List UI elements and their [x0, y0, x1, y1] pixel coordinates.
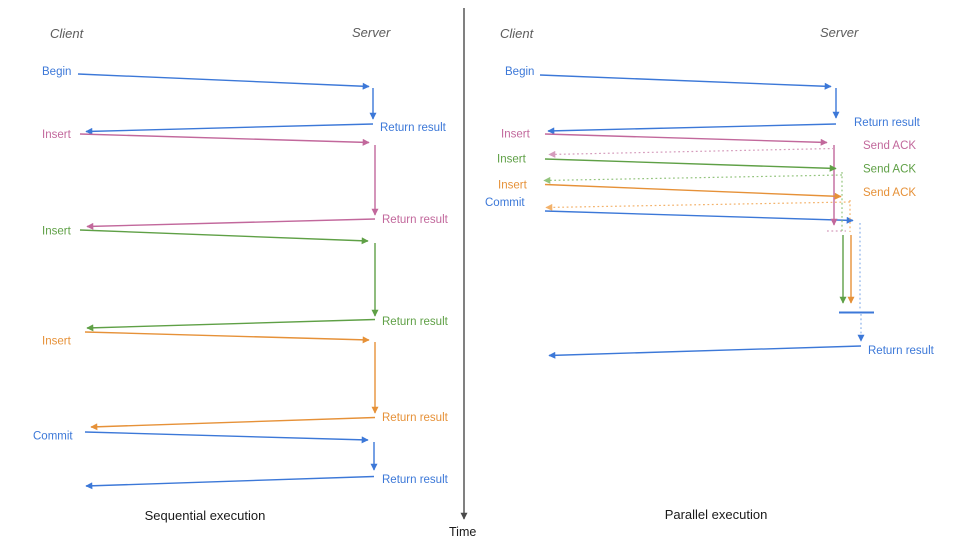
seq-insert3-request-line [84, 331, 370, 344]
parallel-title: Parallel execution [665, 507, 768, 522]
par-insert2-ack-label: Send ACK [863, 164, 916, 176]
green-dashed-lines [543, 172, 843, 232]
par-server-header: Server [820, 25, 859, 40]
par-insert2-ack-line [543, 174, 843, 184]
par-begin-return-line [547, 123, 837, 135]
par-insert3-ack-line [545, 201, 851, 211]
seq-insert1-return-label: Return result [382, 214, 449, 226]
seq-insert2-request-line [79, 229, 369, 245]
time-axis-label: Time [449, 525, 476, 539]
seq-begin-request-line [77, 73, 370, 90]
par-commit-request-line [544, 210, 854, 224]
orange-dashed-lines [545, 200, 851, 232]
par-insert3-ack-label: Send ACK [863, 187, 916, 199]
seq-insert3-label: Insert [42, 336, 72, 348]
par-begin-label: Begin [505, 66, 534, 78]
par-insert2-label: Insert [497, 154, 527, 166]
par-final-return-label: Return result [868, 345, 935, 357]
seq-commit-label: Commit [33, 431, 73, 443]
seq-insert2-return-label: Return result [382, 316, 449, 328]
par-insert1-label: Insert [501, 129, 531, 141]
par-begin-return-label: Return result [854, 117, 921, 129]
seq-commit-return-line [85, 475, 375, 490]
seq-begin-return-label: Return result [380, 122, 447, 134]
seq-insert3-return-line [90, 416, 376, 431]
seq-insert2-return-line [86, 318, 376, 332]
seq-insert3-return-label: Return result [382, 412, 449, 424]
seq-commit-return-label: Return result [382, 474, 449, 486]
seq-begin-return-line [85, 123, 374, 135]
seq-begin-label: Begin [42, 66, 71, 78]
seq-server-header: Server [352, 25, 391, 40]
par-insert1-ack-line [548, 147, 835, 158]
pink-solid-lines [79, 133, 838, 230]
seq-insert1-label: Insert [42, 129, 72, 141]
par-client-header: Client [500, 26, 535, 41]
seq-client-header: Client [50, 26, 85, 41]
par-final-return-line [548, 345, 862, 359]
blue-dashed-lines [857, 223, 865, 342]
seq-insert2-label: Insert [42, 226, 72, 238]
par-insert1-ack-label: Send ACK [863, 140, 916, 152]
seq-insert1-request-line [79, 133, 370, 146]
blue-solid-lines [77, 73, 874, 490]
par-commit-label: Commit [485, 197, 525, 209]
par-insert2-request-line [544, 158, 837, 172]
seq-commit-request-line [84, 431, 369, 444]
sequential-title: Sequential execution [145, 508, 266, 523]
par-insert1-request-line [544, 133, 828, 146]
green-solid-lines [79, 158, 847, 332]
par-insert3-label: Insert [498, 180, 528, 192]
orange-solid-lines [84, 183, 855, 431]
par-begin-request-line [539, 74, 832, 90]
par-insert3-request-line [544, 183, 842, 200]
pink-dashed-lines [548, 147, 846, 232]
seq-insert1-return-line [86, 218, 376, 230]
